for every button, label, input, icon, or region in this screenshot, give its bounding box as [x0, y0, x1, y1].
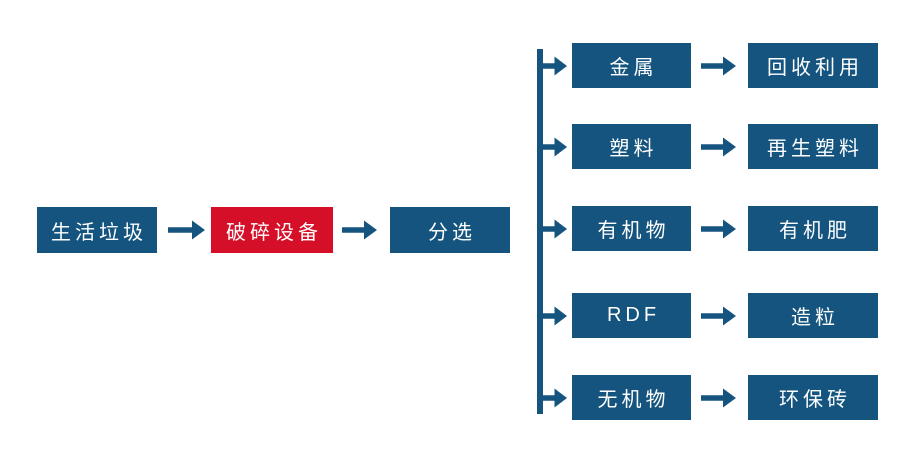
arrow-right-icon — [701, 219, 736, 238]
branch-row-inorganic: 无机物 环保砖 — [537, 375, 878, 420]
branch-row-rdf: RDF 造粒 — [537, 293, 878, 338]
arrow-right-icon — [543, 306, 567, 325]
branch-row-organic: 有机物 有机肥 — [537, 206, 878, 251]
node-sorting: 分选 — [390, 207, 510, 253]
node-outcome: 造粒 — [748, 293, 878, 338]
arrow-right-icon — [701, 56, 736, 75]
arrow-right-icon — [701, 306, 736, 325]
main-flow-row: 生活垃圾 破碎设备 分选 — [37, 207, 510, 253]
node-material: 塑料 — [572, 124, 691, 169]
node-material: 无机物 — [572, 375, 691, 420]
arrow-right-icon — [342, 220, 377, 240]
node-outcome: 有机肥 — [748, 206, 878, 251]
branch-row-metal: 金属 回收利用 — [537, 43, 878, 88]
node-outcome: 再生塑料 — [748, 124, 878, 169]
arrow-right-icon — [543, 56, 567, 75]
node-outcome: 回收利用 — [748, 43, 878, 88]
node-material: RDF — [572, 293, 691, 338]
node-material: 金属 — [572, 43, 691, 88]
node-material: 有机物 — [572, 206, 691, 251]
arrow-right-icon — [543, 219, 567, 238]
arrow-right-icon — [168, 220, 205, 240]
arrow-right-icon — [543, 137, 567, 156]
node-household-waste: 生活垃圾 — [37, 207, 157, 253]
node-outcome: 环保砖 — [748, 375, 878, 420]
arrow-right-icon — [701, 388, 736, 407]
branch-row-plastic: 塑料 再生塑料 — [537, 124, 878, 169]
arrow-right-icon — [701, 137, 736, 156]
arrow-right-icon — [543, 388, 567, 407]
node-crushing-equipment: 破碎设备 — [211, 207, 333, 253]
branch-connector-line — [537, 49, 543, 414]
